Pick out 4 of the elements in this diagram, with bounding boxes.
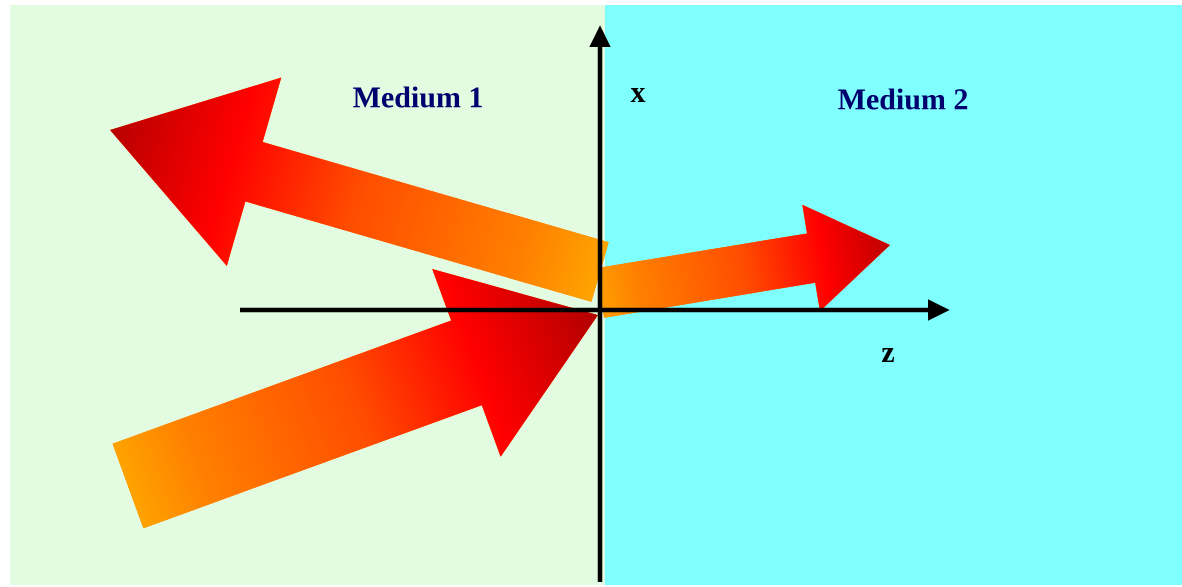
axis-label: z <box>881 348 894 362</box>
region-label: Medium 2 <box>838 88 968 110</box>
axis-label: x <box>630 88 646 102</box>
region-label: Medium 1 <box>353 86 482 108</box>
